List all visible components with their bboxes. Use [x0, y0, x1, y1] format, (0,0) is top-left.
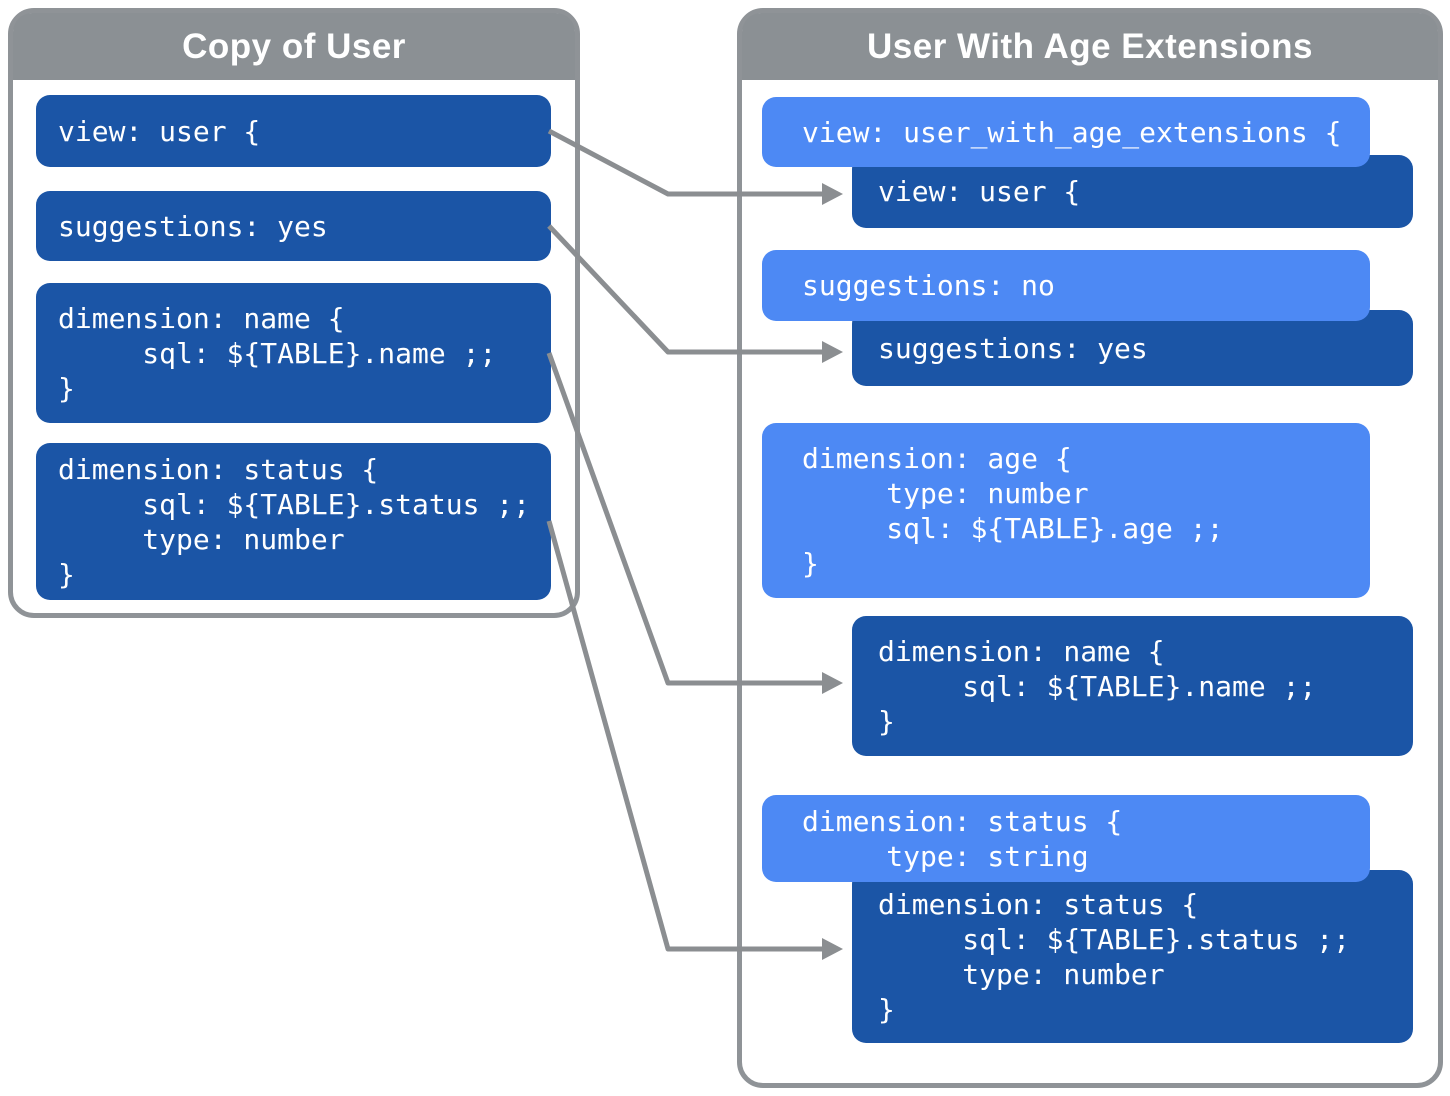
code-block-dimension-status: dimension: status { sql: ${TABLE}.status… [36, 443, 551, 600]
code-block-view-extension: view: user_with_age_extensions { [762, 97, 1370, 167]
code-line: sql: ${TABLE}.status ;; [58, 487, 531, 521]
code-block-suggestions-inherited: suggestions: yes [852, 310, 1413, 386]
code-line: dimension: name { [58, 301, 345, 335]
code-block-suggestions-yes: suggestions: yes [36, 191, 551, 261]
code-line: dimension: status { [58, 452, 379, 486]
code-line: } [802, 546, 819, 580]
code-block-dimension-status-inherited: dimension: status { sql: ${TABLE}.status… [852, 870, 1413, 1043]
code-line: type: string [802, 839, 1089, 873]
code-line: suggestions: no [802, 269, 1055, 302]
code-line: } [878, 992, 895, 1026]
code-block-dimension-status-override: dimension: status { type: string [762, 795, 1370, 882]
code-line: dimension: age { [802, 441, 1072, 475]
code-line: view: user { [58, 114, 261, 148]
code-block-dimension-name: dimension: name { sql: ${TABLE}.name ;;} [36, 283, 551, 423]
code-line: type: number [878, 957, 1165, 991]
code-line: type: number [58, 522, 345, 556]
left-panel-title: Copy of User [182, 26, 406, 66]
code-line: view: user { [878, 175, 1081, 208]
code-line: sql: ${TABLE}.status ;; [878, 922, 1351, 956]
code-line: suggestions: yes [878, 331, 1148, 365]
left-panel-header: Copy of User [13, 13, 575, 80]
code-line: sql: ${TABLE}.name ;; [878, 669, 1317, 703]
right-panel-title: User With Age Extensions [866, 26, 1314, 66]
code-line: dimension: status { [878, 887, 1199, 921]
code-line: dimension: status { [802, 804, 1123, 838]
code-line: suggestions: yes [58, 209, 328, 243]
code-block-view-inherited: view: user { [852, 155, 1413, 228]
code-line: sql: ${TABLE}.name ;; [58, 336, 497, 370]
code-line: dimension: name { [878, 634, 1165, 668]
code-block-dimension-age: dimension: age { type: number sql: ${TAB… [762, 423, 1370, 598]
code-line: view: user_with_age_extensions { [802, 115, 1342, 149]
code-line: type: number [802, 476, 1089, 510]
code-line: sql: ${TABLE}.age ;; [802, 511, 1224, 545]
code-line: } [58, 557, 75, 591]
right-panel-header: User With Age Extensions [742, 13, 1438, 80]
code-block-dimension-name-inherited: dimension: name { sql: ${TABLE}.name ;;} [852, 616, 1413, 756]
code-line: } [58, 371, 75, 405]
code-block-view-user: view: user { [36, 95, 551, 167]
code-line: } [878, 704, 895, 738]
code-block-suggestions-override: suggestions: no [762, 250, 1370, 321]
